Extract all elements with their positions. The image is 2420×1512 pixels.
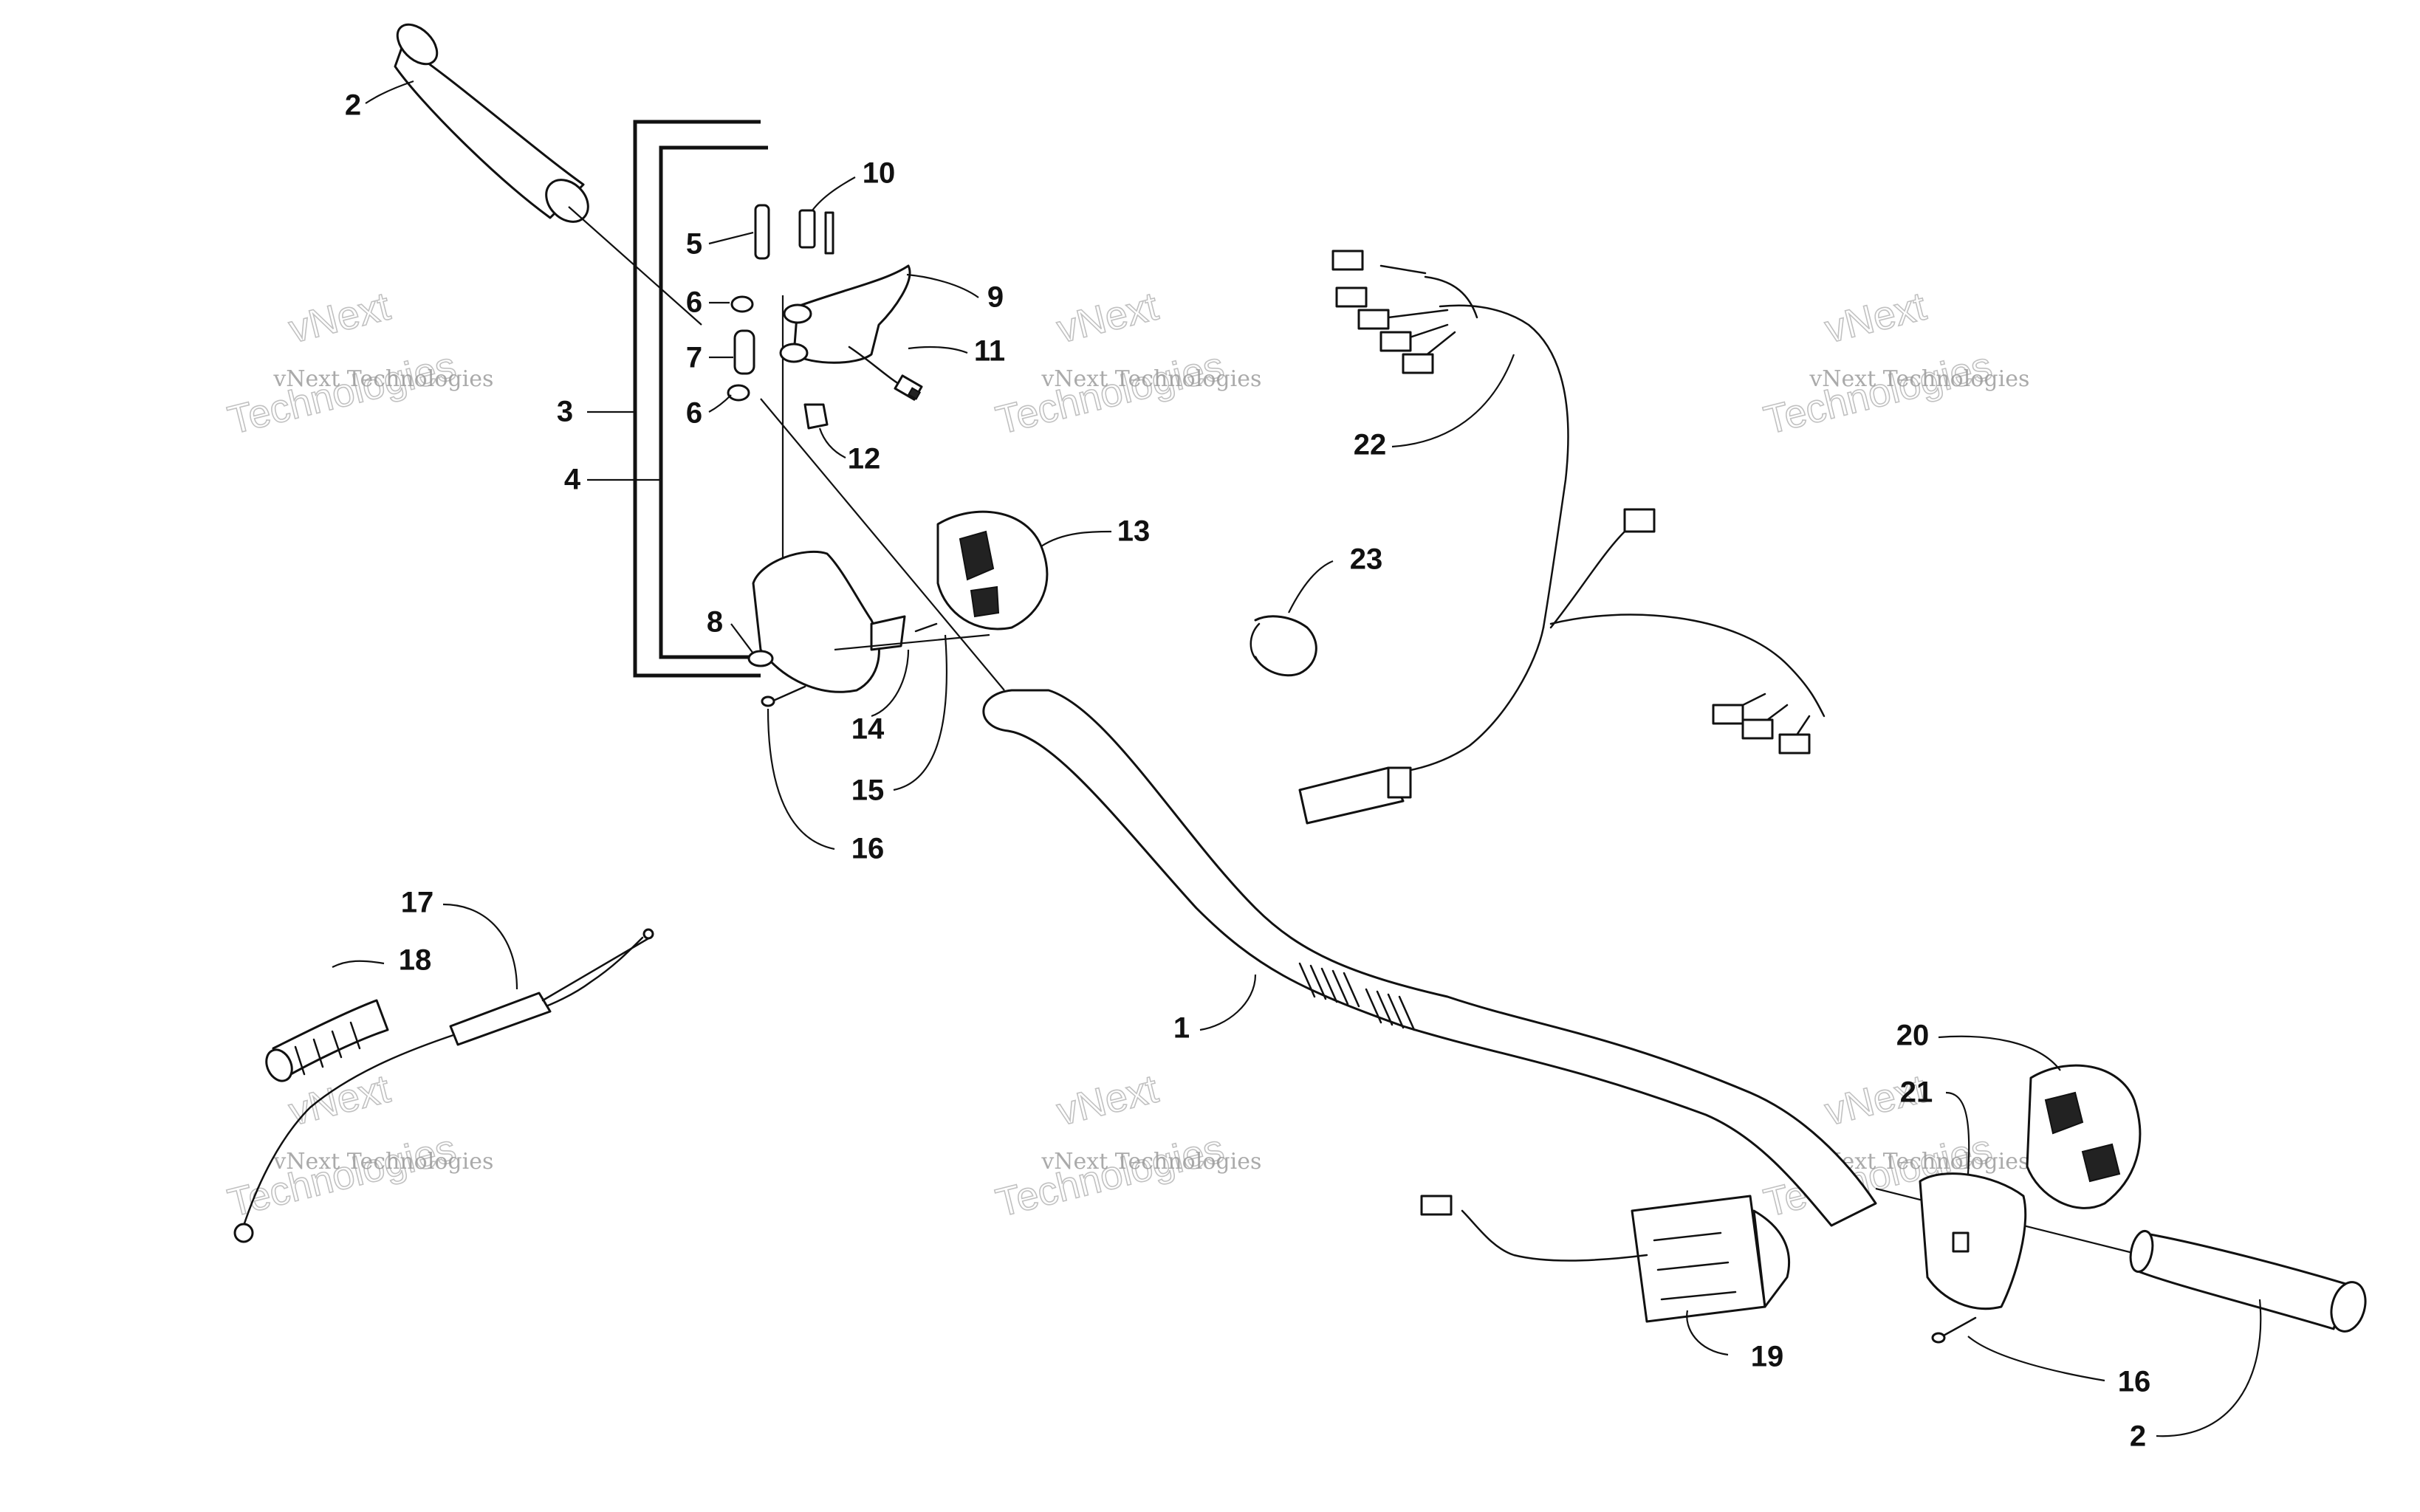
svg-text:vNext: vNext (284, 1067, 394, 1135)
callout-14: 14 (851, 713, 885, 746)
watermark-top-center: vNext vNext Technologies Technologies (991, 284, 1261, 444)
clip-10 (798, 209, 834, 255)
leader-10 (812, 176, 856, 211)
clamp-23 (1250, 615, 1317, 677)
callout-23: 23 (1350, 543, 1383, 576)
screw-16-right (1931, 1316, 1977, 1344)
watermark-top-left: vNext vNext Technologies Technologies (223, 284, 493, 444)
callout-20: 20 (1896, 1020, 1930, 1052)
callout-2-right: 2 (2130, 1420, 2146, 1453)
leader-14 (871, 649, 910, 718)
housing-21 (1919, 1172, 2027, 1310)
leader-13 (1041, 530, 1112, 547)
grip-right (2129, 1229, 2367, 1333)
leader-22 (1391, 354, 1515, 448)
callout-6-bottom: 6 (686, 397, 702, 430)
leader-16-left (767, 708, 835, 850)
leader-15 (893, 634, 948, 791)
callout-16-right: 16 (2118, 1366, 2151, 1398)
switch-housing-20 (2026, 1064, 2142, 1209)
callout-10: 10 (863, 157, 896, 190)
washer-6-top (730, 295, 754, 313)
leader-11 (908, 346, 968, 354)
svg-text:vNext Technologies: vNext Technologies (1809, 366, 2029, 392)
callout-19: 19 (1751, 1341, 1784, 1373)
leader-18 (332, 960, 385, 968)
bushing-7 (733, 329, 755, 375)
leader-21 (1945, 1091, 1970, 1175)
svg-text:vNext Technologies: vNext Technologies (272, 366, 493, 392)
callout-17: 17 (401, 887, 434, 919)
svg-text:vNext Technologies: vNext Technologies (1041, 1149, 1261, 1175)
leader-17 (442, 903, 518, 990)
callout-15: 15 (851, 774, 885, 807)
watermark-bottom-center: vNext vNext Technologies Technologies (991, 1066, 1261, 1226)
leader-8 (730, 623, 754, 654)
callout-22: 22 (1354, 429, 1387, 461)
switch-housing-13 (936, 510, 1049, 630)
leader-19 (1686, 1310, 1729, 1356)
leader-handlebar-axis-left (760, 398, 1005, 691)
callout-6-top: 6 (686, 286, 702, 319)
svg-text:Technologies: Technologies (992, 343, 1228, 442)
callout-1: 1 (1173, 1012, 1190, 1045)
leader-9 (906, 273, 979, 298)
svg-text:vNext: vNext (1052, 284, 1162, 352)
bracket-assembly-3 (633, 120, 761, 678)
callout-21: 21 (1900, 1076, 1933, 1109)
callout-9: 9 (987, 281, 1004, 314)
grip-left (394, 23, 589, 223)
svg-text:Technologies: Technologies (224, 343, 460, 442)
heater-element-19 (1420, 1195, 1791, 1323)
block-12 (803, 403, 829, 430)
washer-6-bottom (727, 384, 750, 402)
callout-16-left: 16 (851, 833, 885, 865)
throttle-lever-9 (779, 264, 911, 364)
svg-text:Technologies: Technologies (992, 1126, 1228, 1225)
svg-text:vNext: vNext (1052, 1067, 1162, 1135)
leader-12 (818, 427, 846, 458)
callout-4: 4 (564, 464, 581, 496)
handlebar (982, 689, 1877, 1227)
callout-11: 11 (974, 335, 1005, 368)
leader-16-right (1967, 1336, 2105, 1382)
svg-text:Technologies: Technologies (1760, 343, 1996, 442)
watermark-top-right: vNext vNext Technologies Technologies (1759, 284, 2029, 444)
svg-text:vNext: vNext (1820, 284, 1930, 352)
callout-8: 8 (707, 606, 723, 639)
throttle-cable-17 (233, 928, 654, 1243)
pin-15 (914, 622, 938, 633)
svg-text:vNext Technologies: vNext Technologies (272, 1149, 493, 1175)
leader-5 (708, 231, 754, 245)
callout-5: 5 (686, 228, 702, 261)
bracket-assembly-4 (659, 145, 768, 659)
svg-text:vNext Technologies: vNext Technologies (1041, 366, 1261, 392)
leader-grip-left-axis (568, 206, 702, 326)
leader-2-right (2156, 1299, 2262, 1437)
svg-text:Technologies: Technologies (224, 1126, 460, 1225)
leader-1 (1199, 974, 1257, 1031)
switch-11 (848, 346, 923, 401)
pin-5 (754, 204, 770, 260)
screw-16-left (761, 685, 806, 707)
grip-heater-18 (265, 999, 389, 1082)
leader-23 (1288, 560, 1334, 614)
callout-18: 18 (399, 944, 432, 977)
throttle-housing-8 (747, 550, 906, 693)
svg-text:vNext: vNext (284, 284, 394, 352)
wiring-harness-22 (1298, 250, 1826, 825)
callout-13: 13 (1117, 515, 1151, 548)
handlebar-knurl-left (1298, 962, 1360, 1008)
leader-20 (1938, 1035, 2061, 1071)
handlebar-knurl-right (1365, 988, 1416, 1031)
leader-housing-axis (834, 633, 990, 651)
callout-2-left: 2 (345, 89, 361, 122)
callout-12: 12 (848, 443, 881, 475)
callout-7: 7 (686, 342, 702, 374)
leader-6-bottom (708, 394, 732, 413)
leader-2-left (365, 80, 414, 104)
callout-3: 3 (557, 396, 573, 428)
